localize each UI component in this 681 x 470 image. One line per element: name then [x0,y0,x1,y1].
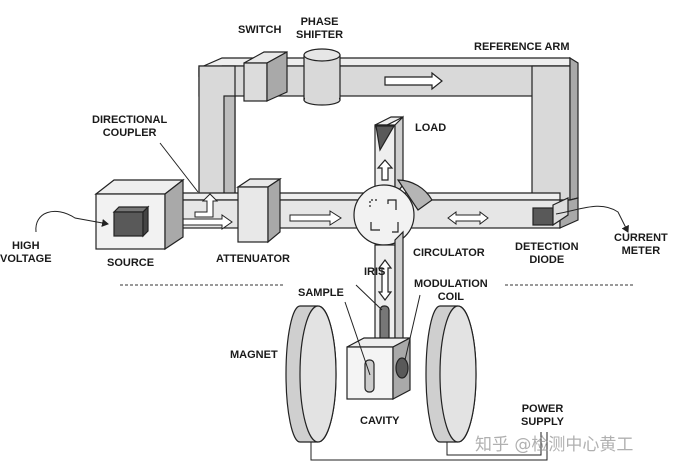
watermark: 知乎 @检测中心黄工 [475,435,634,455]
cavity-bidirectional-arrow [377,259,393,301]
label-phase-shifter: PHASE SHIFTER [296,16,344,41]
label-detection-diode: DETECTION DIODE [515,241,579,266]
label-current-meter: CURRENT METER [614,232,668,257]
modulation-coil-pointer [404,294,421,361]
cavity-block [346,337,411,400]
label-power-supply: POWER SUPPLY [521,403,565,428]
iris-pointer [355,284,383,311]
load-absorber [375,125,396,152]
attenuator-block [236,177,282,244]
label-iris: IRIS [364,266,386,278]
load-arm [374,115,404,197]
switch-block [243,50,288,102]
label-circulator: CIRCULATOR [413,247,485,259]
label-directional-coupler: DIRECTIONAL COUPLER [92,114,168,139]
label-load: LOAD [415,122,447,134]
label-magnet: MAGNET [230,349,278,361]
label-sample: SAMPLE [298,287,344,299]
label-cavity: CAVITY [360,415,400,427]
power-wire-inner [446,432,542,456]
reference-arrow [384,71,443,91]
label-attenuator: ATTENUATOR [216,253,290,265]
label-reference-arm: REFERENCE ARM [474,41,570,53]
magnet-right [425,305,477,443]
load-arrow [376,159,394,181]
label-source: SOURCE [107,257,155,269]
label-high-voltage: HIGH VOLTAGE [0,240,52,265]
high-voltage-lead [35,210,109,233]
sample-pointer [344,301,371,376]
power-wire-outer [310,432,548,461]
coupler-pointer [159,142,199,193]
current-meter-lead [555,205,629,233]
label-modulation-coil: MODULATION COIL [414,278,488,303]
label-switch: SWITCH [238,24,282,36]
circulator [353,179,433,246]
detection-diode [532,197,569,227]
source-block [94,178,185,251]
forward-arrow [289,210,342,226]
phase-shifter-cylinder [303,48,341,106]
modulation-coil [395,357,409,379]
coupler-arrows [177,193,233,230]
magnet-left [285,305,337,443]
cavity-arm [374,230,404,352]
bidirectional-arrow [447,211,489,225]
